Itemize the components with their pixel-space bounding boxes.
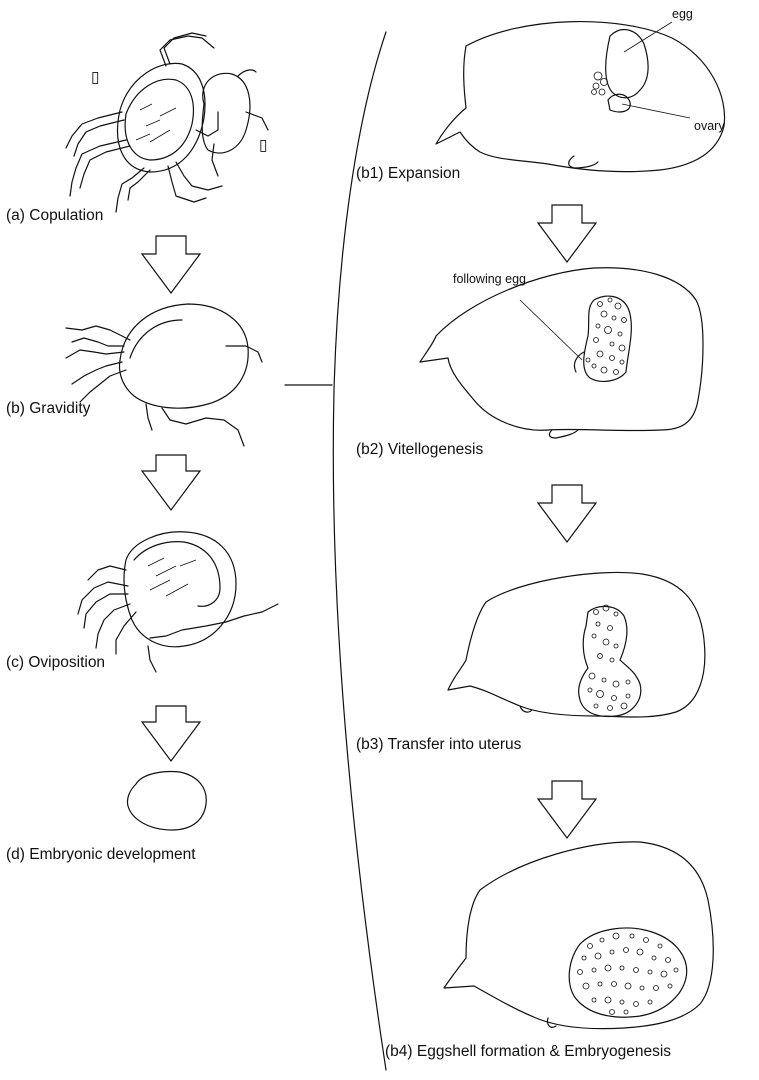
embryonic-label: (d) Embryonic development [6,846,196,863]
copulation-illustration [66,33,268,212]
copulation-marker-left: ▯ [91,69,100,86]
down-arrow-c-d [142,706,200,761]
down-arrow-b1-b2 [538,205,596,262]
stage-bracket [333,32,386,1070]
transfer-illustration [448,572,705,717]
expansion-illustration [436,22,725,172]
following-egg-callout-label: following egg [453,272,526,286]
down-arrow-b3-b4 [538,781,596,838]
vitellogenesis-label: (b2) Vitellogenesis [356,441,483,458]
down-arrow-b2-b3 [538,485,596,542]
down-arrow-a-b [142,236,200,293]
expansion-label: (b1) Expansion [356,165,460,182]
vitellogenesis-illustration [420,268,703,438]
transfer-label: (b3) Transfer into uterus [356,736,522,753]
ovary-callout-label: ovary [694,119,725,133]
copulation-label: (a) Copulation [6,207,103,224]
embryonic-egg [127,772,206,831]
egg-callout-label: egg [672,7,693,21]
eggshell-illustration [444,842,713,1029]
gravidity-label: (b) Gravidity [6,400,91,417]
eggshell-label: (b4) Eggshell formation & Embryogenesis [385,1043,671,1060]
down-arrow-b-c [142,455,200,510]
oviposition-illustration [78,532,278,672]
gravidity-illustration [66,304,262,446]
copulation-marker-right: ▯ [259,137,268,154]
oviposition-label: (c) Oviposition [6,654,105,671]
